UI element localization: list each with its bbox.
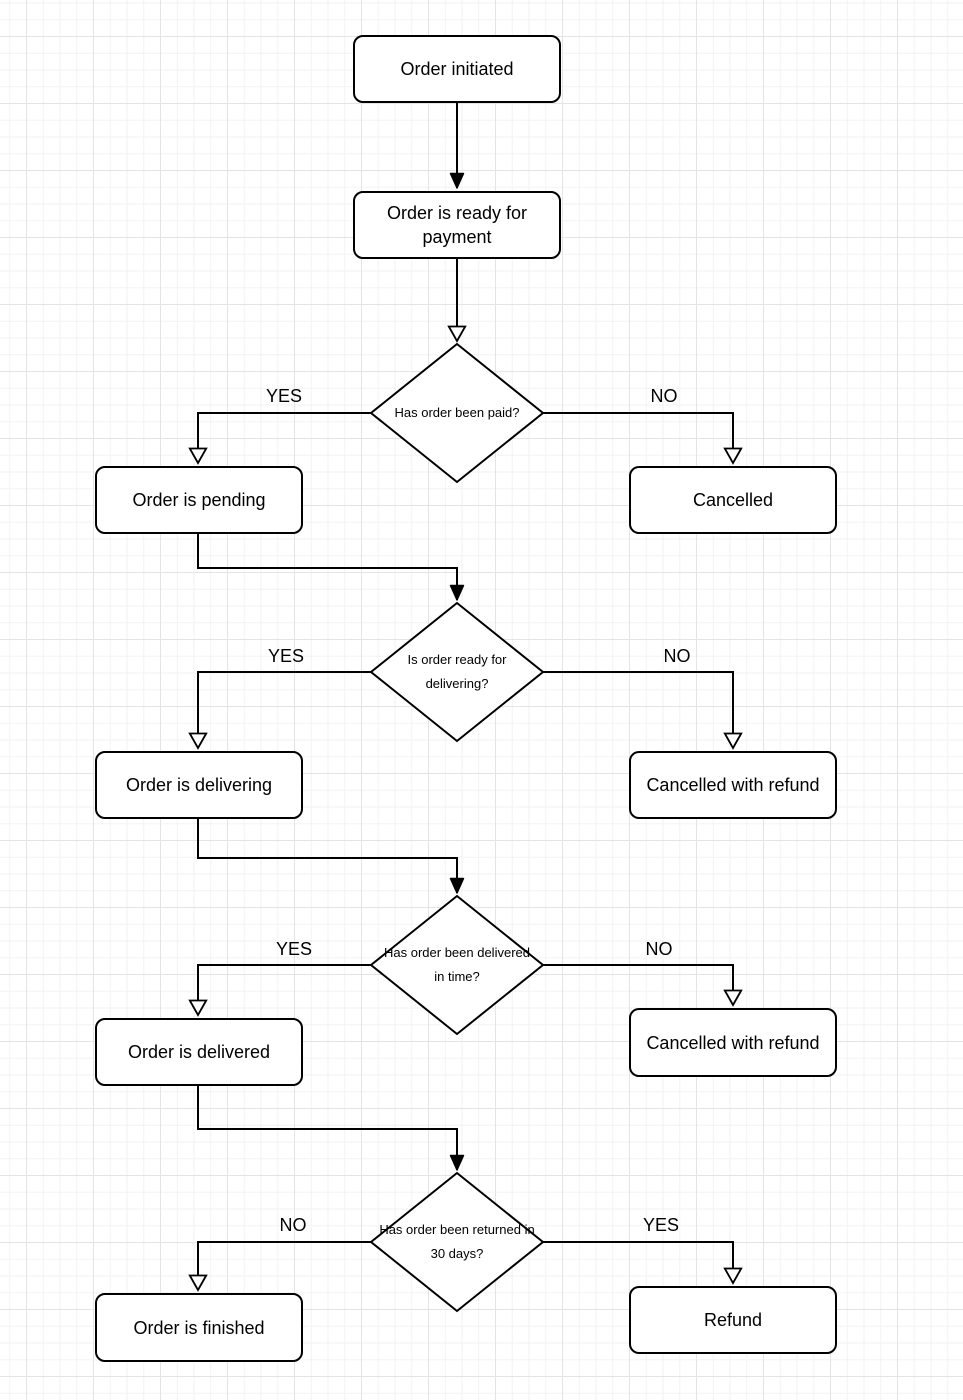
branch-label-ready-delivering-no: NO [663,646,691,666]
edge-delivered-to-returned-decision[interactable] [197,1086,465,1171]
node-cancelled[interactable]: Cancelled [629,466,837,534]
branch-label-returned-30-days-no: NO [279,1215,307,1235]
branch-label-delivered-in-time-no: NO [645,939,673,959]
node-label: Order is delivering [125,775,273,795]
edge-paid-no-to-cancelled[interactable] [543,412,743,465]
decision-has-order-been-delivered-in-time[interactable] [369,894,545,1036]
node-label: Order is finished [133,1317,265,1338]
node-label: Order initiated [400,59,514,79]
edge-delivering-no-to-cancelled-refund[interactable] [543,671,743,750]
node-cancelled-with-refund-2[interactable]: Cancelled with refund [629,1008,837,1077]
edge-delivering-to-intime-decision[interactable] [197,819,465,894]
edge-intime-no-to-cancelled-refund[interactable] [543,964,743,1007]
edge-returned-no-to-finished[interactable] [188,1241,371,1292]
edge-pending-to-delivering-decision[interactable] [197,534,465,601]
node-refund[interactable]: Refund [629,1286,837,1354]
node-order-ready-for-payment[interactable]: Order is ready for payment [353,191,561,259]
branch-label-paid-no: NO [650,386,678,406]
branch-label-ready-delivering-yes: YES [267,646,305,666]
node-label: Refund [703,1310,763,1330]
node-order-is-delivered[interactable]: Order is delivered [95,1018,303,1086]
decision-is-order-ready-for-delivering[interactable] [369,601,545,743]
node-label: Order is ready for payment [386,203,528,247]
node-label: Order is pending [132,490,266,510]
node-cancelled-with-refund-1[interactable]: Cancelled with refund [629,751,837,819]
edge-paid-yes-to-pending[interactable] [188,412,371,465]
decision-has-order-been-returned-in-30-days[interactable] [369,1171,545,1313]
edge-returned-yes-to-refund[interactable] [543,1241,743,1285]
node-order-is-pending[interactable]: Order is pending [95,466,303,534]
node-label: Cancelled [692,490,774,510]
decision-has-order-been-paid[interactable] [369,342,545,484]
edge-delivering-yes-to-delivering[interactable] [188,671,371,750]
node-order-is-delivering[interactable]: Order is delivering [95,751,303,819]
branch-label-delivered-in-time-yes: YES [275,939,313,959]
edge-intime-yes-to-delivered[interactable] [188,964,371,1017]
node-order-is-finished[interactable]: Order is finished [95,1293,303,1362]
node-label: Cancelled with refund [646,775,820,795]
node-order-initiated[interactable]: Order initiated [353,35,561,103]
branch-label-returned-30-days-yes: YES [642,1215,680,1235]
node-label: Cancelled with refund [646,1032,820,1053]
branch-label-paid-yes: YES [265,386,303,406]
node-label: Order is delivered [127,1042,271,1062]
